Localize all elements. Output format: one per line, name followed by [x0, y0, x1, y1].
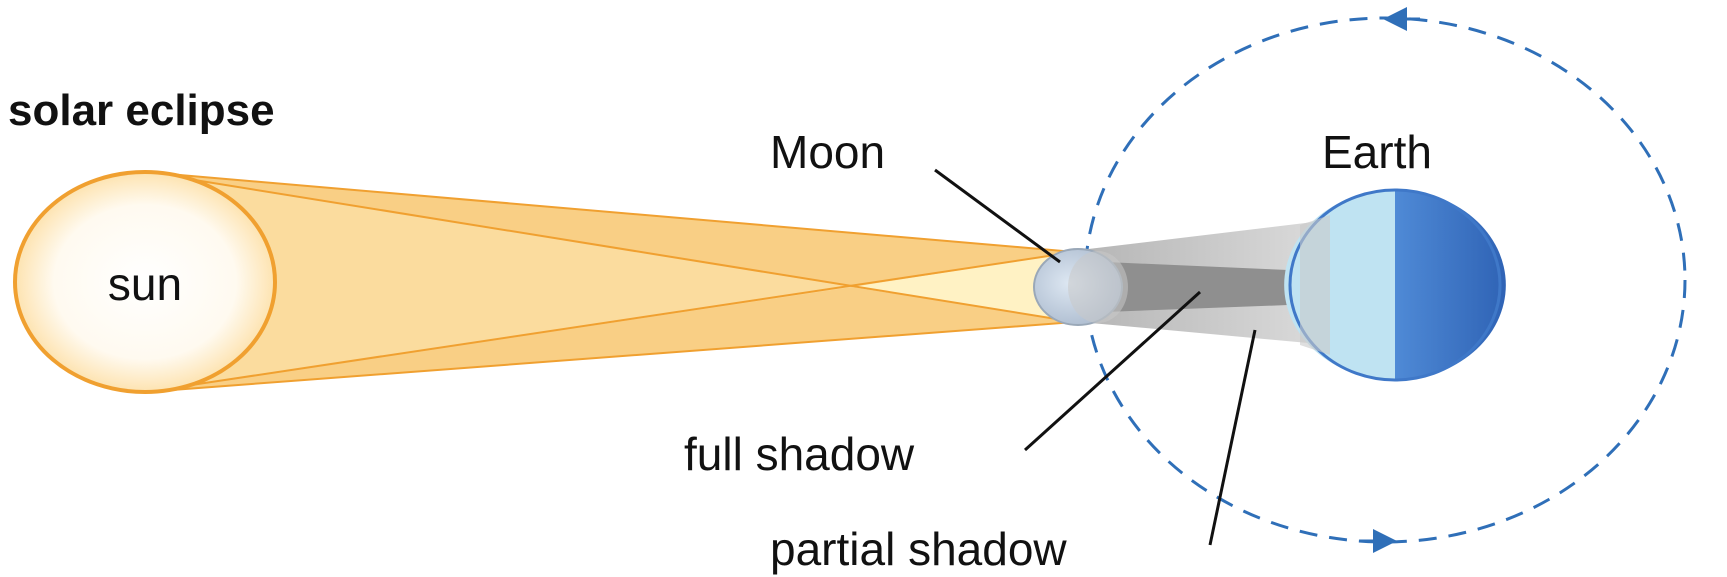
sunlight-cone	[145, 172, 1075, 392]
sun-label: sun	[108, 258, 182, 310]
partial-shadow-label: partial shadow	[770, 523, 1067, 575]
earth	[1284, 190, 1506, 380]
full-shadow-label: full shadow	[684, 428, 915, 480]
diagram-title: solar eclipse	[8, 86, 275, 135]
moon-label: Moon	[770, 126, 885, 178]
full-shadow	[1105, 262, 1288, 312]
earth-label: Earth	[1322, 126, 1432, 178]
